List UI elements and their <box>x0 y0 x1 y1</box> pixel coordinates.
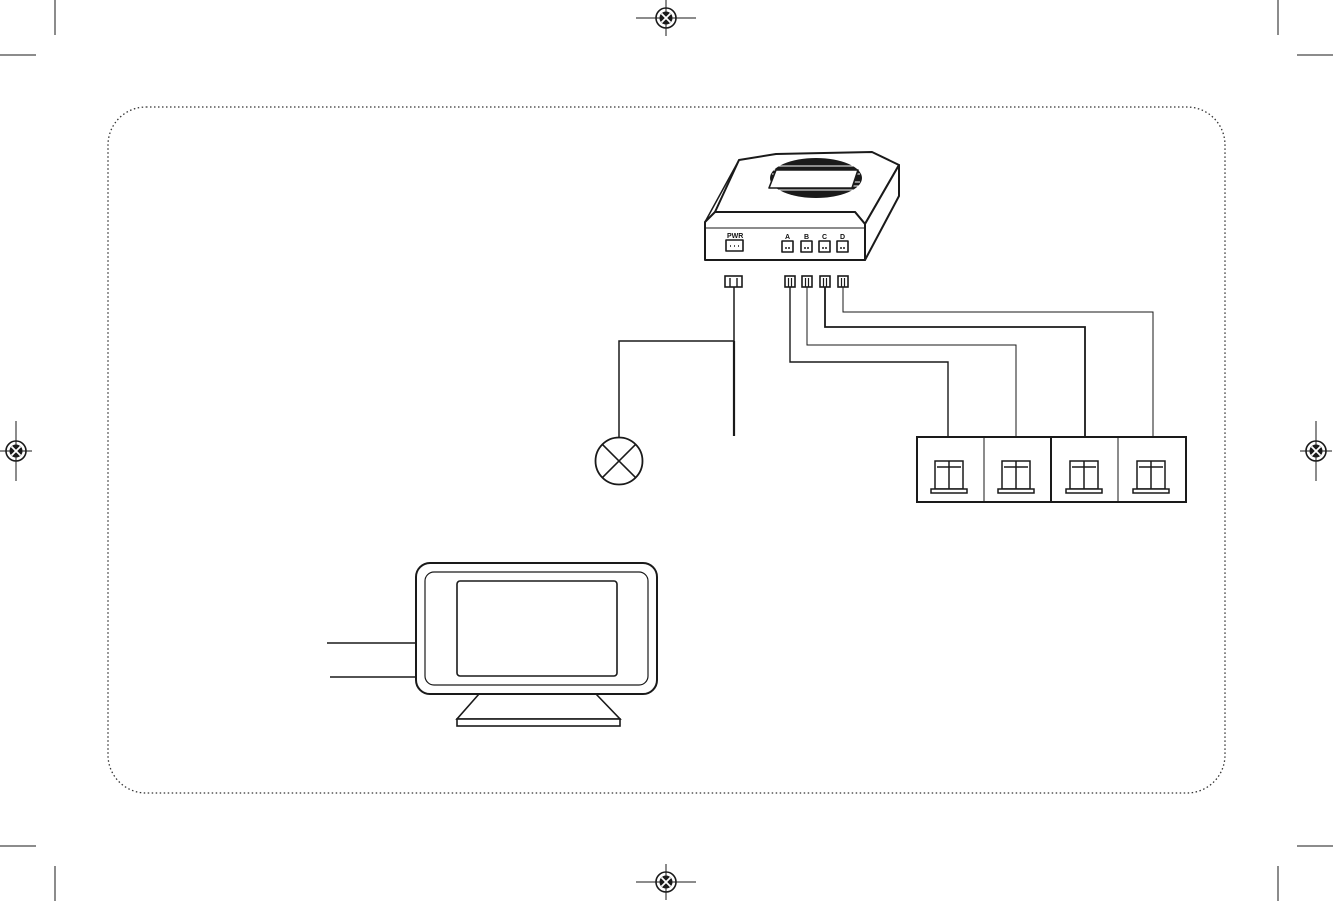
crosshair-target-icon <box>0 421 32 481</box>
plug-c <box>820 276 830 287</box>
crosshair-target-icon <box>1300 421 1332 481</box>
sensor-bracket-icon <box>1066 461 1102 493</box>
sensor-bracket-icon <box>1133 461 1169 493</box>
port-label-a: A <box>785 234 790 241</box>
crosshair-target-icon <box>636 864 696 900</box>
sensor-socket-a <box>782 241 793 252</box>
port-label-b: B <box>804 234 809 241</box>
pwr-socket <box>726 240 743 251</box>
sensor-socket-d <box>837 241 848 252</box>
sensor-socket-c <box>819 241 830 252</box>
plug-b <box>802 276 812 287</box>
sensor-bracket-icon <box>931 461 967 493</box>
sensor-panel <box>917 437 1186 502</box>
plug-a <box>785 276 795 287</box>
control-unit <box>705 152 899 260</box>
port-label-c: C <box>822 234 827 241</box>
plug-d <box>838 276 848 287</box>
cable-plugs <box>725 276 848 287</box>
port-label-d: D <box>840 234 845 241</box>
display-monitor-icon <box>416 563 657 726</box>
sensor-bracket-icon <box>998 461 1034 493</box>
plug-pwr <box>725 276 742 287</box>
wire-sensor-a <box>790 287 948 437</box>
port-label-pwr: PWR <box>727 233 743 240</box>
wire-power-lamp <box>619 287 734 438</box>
monitor-wires <box>327 643 416 677</box>
wires <box>619 287 1153 438</box>
lamp-x-icon <box>596 438 643 485</box>
sensor-socket-b <box>801 241 812 252</box>
crosshair-target-icon <box>636 0 696 36</box>
